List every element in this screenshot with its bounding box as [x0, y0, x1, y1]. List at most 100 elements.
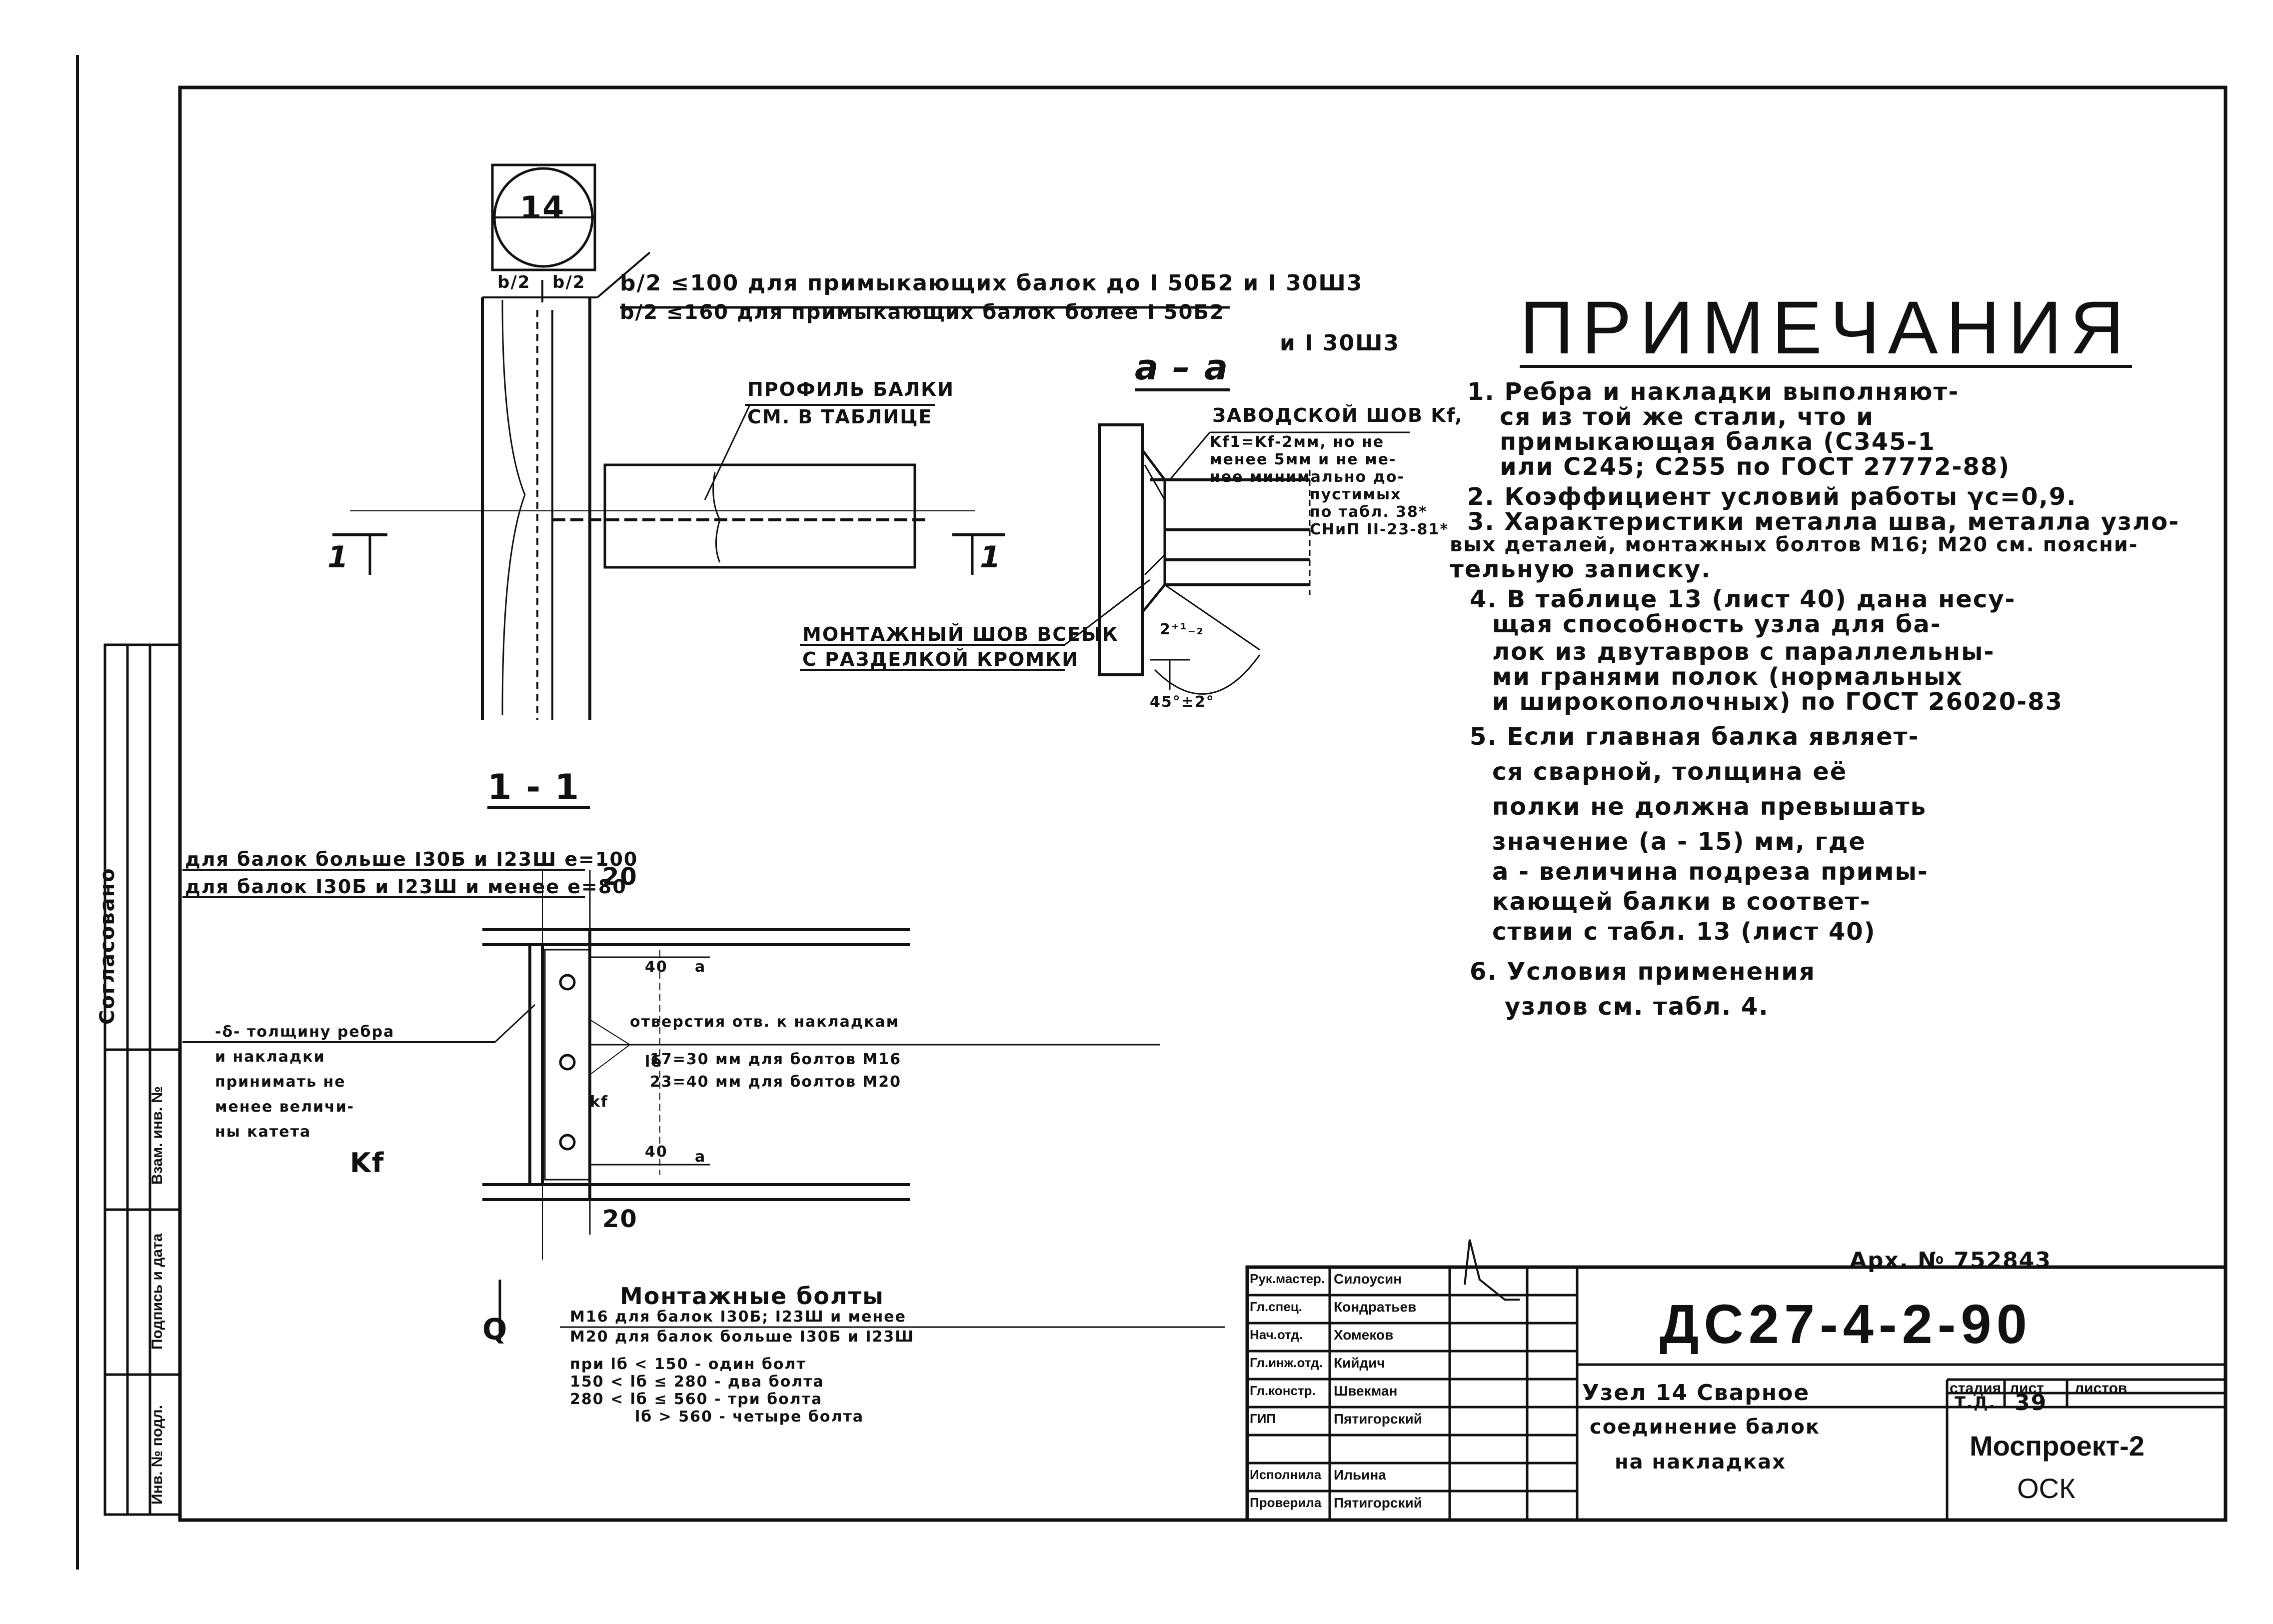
mount-weld-label-2: С РАЗДЕЛКОЙ КРОМКИ [802, 648, 1079, 670]
note-line: или С245; С255 по ГОСТ 27772-88) [1500, 453, 2011, 481]
note-line: тельную записку. [1450, 555, 1712, 583]
dim-20-top: 20 [602, 863, 638, 891]
note-line: 3. Характеристики металла шва, металла у… [1467, 508, 2180, 536]
dim-kf: kf [590, 1093, 609, 1111]
secondary-beam-profile [603, 463, 916, 569]
note-line: 6. Условия применения [1470, 958, 1816, 986]
note-line: кающей балки в соответ- [1492, 888, 1871, 916]
section-aa-geometry [1098, 423, 1311, 695]
note-line: 5. Если главная балка являет- [1470, 723, 1920, 751]
note-line: щая способность узла для ба- [1492, 610, 1942, 638]
bolts-title: Монтажные болты [620, 1283, 884, 1310]
note-line: ся сварной, толщина её [1492, 758, 1848, 786]
holes-note-3: 23=40 мм для болтов М20 [650, 1073, 902, 1091]
factory-note-5: по табл. 38* [1310, 503, 1428, 521]
rib-outline [501, 299, 526, 715]
detail-number: 14 [520, 189, 565, 226]
gap-dim: 2⁺¹₋₂ [1160, 621, 1204, 638]
org-line-2: ОСК [2017, 1473, 2076, 1504]
dim-a-bottom: a [695, 1148, 706, 1166]
note-line: ми гранями полок (нормальных [1492, 663, 1963, 691]
holes-note-1: отверстия отв. к накладкам [630, 1013, 900, 1031]
note-line: а - величина подреза примы- [1492, 858, 1929, 886]
role-label: Проверила [1250, 1495, 1322, 1510]
margin-stamp-agreed: Согласовано [96, 867, 119, 1025]
bolts-line-1: М16 для балок I30Б; I23Ш и менее [570, 1308, 906, 1326]
angle-dim: 45°±2° [1150, 693, 1215, 711]
side-note-6: Kf [350, 1147, 385, 1179]
e100-note: для балок больше I30Б и I23Ш e=100 [185, 848, 638, 870]
dim-b2-left: b/2 [497, 272, 531, 292]
dim-40-bottom: 40 [645, 1143, 668, 1161]
note-line: ся из той же стали, что и [1500, 403, 1874, 431]
note-line: 1. Ребра и накладки выполняют- [1467, 378, 1960, 406]
leader-factory-weld [1169, 432, 1211, 480]
role-name: Швекман [1334, 1383, 1398, 1399]
archive-number: Арх. № 752843 [1850, 1248, 2052, 1273]
notes-title: ПРИМЕЧАНИЯ [1520, 285, 2133, 369]
title-line-2: соединение балок [1590, 1416, 1820, 1439]
sheet-value: 39 [2015, 1390, 2048, 1416]
holes-note-2: 17=30 мм для болтов М16 [650, 1051, 902, 1068]
bolts-line-4: 150 < lб ≤ 280 - два болта [570, 1373, 824, 1391]
dim-20-bottom: 20 [602, 1205, 638, 1233]
bracket-note-2: b/2 ≤160 для примыкающих балок более I 5… [620, 301, 1225, 324]
side-note-5: ны катета [215, 1123, 311, 1141]
side-note-1: -δ- толщину ребра [215, 1023, 395, 1041]
factory-note-2: менее 5мм и не ме- [1210, 451, 1397, 468]
role-label: Рук.мастер. [1250, 1271, 1325, 1286]
bolts-line-2: М20 для балок больше I30Б и I23Ш [570, 1328, 915, 1346]
section-aa-title: а – а [1135, 347, 1229, 388]
bolt-hole-3 [559, 1134, 576, 1151]
role-name: Ильина [1334, 1467, 1386, 1483]
role-name: Силоусин [1334, 1271, 1402, 1287]
margin-stamp-inv: Инв. № подл. [149, 1405, 165, 1505]
note-line: 4. В таблице 13 (лист 40) дана несу- [1470, 585, 2016, 613]
stage-header: стадия [1950, 1380, 2002, 1397]
factory-note-4: пустимых [1310, 486, 1402, 503]
role-label: Нач.отд. [1250, 1327, 1303, 1342]
elevation-main-beam [481, 296, 591, 720]
section-11-title: 1 - 1 [487, 767, 580, 808]
section-mark-right: 1 [980, 540, 1002, 575]
role-label: Исполнила [1250, 1467, 1322, 1482]
role-name: Кондратьев [1334, 1299, 1417, 1315]
sheets-header: листов [2075, 1380, 2128, 1397]
dim-a-top: a [695, 958, 706, 976]
note-line: 2. Коэффициент условий работы γс=0,9. [1467, 483, 2077, 511]
factory-weld-label: ЗАВОДСКОЙ ШОВ Kf, [1212, 404, 1463, 426]
signature-1 [1464, 1239, 1520, 1301]
role-label: Гл.инж.отд. [1250, 1355, 1323, 1370]
note-line: и широкополочных) по ГОСТ 26020-83 [1492, 688, 2063, 716]
document-code: ДС27-4-2-90 [1660, 1294, 2032, 1355]
bolt-hole-1 [559, 974, 576, 991]
leader-b2 [596, 251, 651, 298]
e80-note: для балок I30Б и I23Ш и менее e=80 [185, 876, 627, 898]
role-name: Пятигорский [1334, 1411, 1422, 1427]
note-line: узлов см. табл. 4. [1505, 993, 1769, 1021]
factory-note-6: СНиП II-23-81* [1310, 521, 1449, 538]
detail-box [491, 163, 596, 271]
factory-note-3: нее минимально до- [1210, 468, 1405, 486]
role-name: Кийдич [1334, 1355, 1385, 1371]
note-line: примыкающая балка (С345-1 [1500, 428, 1936, 456]
bolts-line-3: при lб < 150 - один болт [570, 1356, 806, 1373]
beam-profile-label-2: СМ. В ТАБЛИЦЕ [747, 406, 933, 428]
note-line: лок из двутавров с параллельны- [1492, 638, 1995, 666]
role-label: Гл.констр. [1250, 1383, 1316, 1398]
note-line: вых деталей, монтажных болтов М16; М20 с… [1450, 533, 2139, 556]
bolt-hole-2 [559, 1054, 576, 1071]
leader-profile [704, 404, 751, 500]
side-note-3: принимать не [215, 1073, 346, 1091]
margin-stamp-grid [103, 643, 181, 1516]
mount-weld-label-1: МОНТАЖНЫЙ ШОВ ВСЕЫК [802, 623, 1119, 645]
title-line-1: Узел 14 Сварное [1582, 1380, 1810, 1406]
bracket-note-1: b/2 ≤100 для примыкающих балок до I 50Б2… [620, 270, 1363, 296]
bolts-line-5: 280 < lб ≤ 560 - три болта [570, 1391, 823, 1408]
stage-value: Т.Д. [1955, 1393, 1996, 1412]
margin-stamp-replaced: Взам. инв. № [149, 1086, 165, 1185]
bracket-note-3: и I 30Ш3 [1280, 330, 1400, 356]
role-label: ГИП [1250, 1411, 1276, 1426]
factory-note-1: Kf1=Kf-2мм, но не [1210, 433, 1385, 451]
